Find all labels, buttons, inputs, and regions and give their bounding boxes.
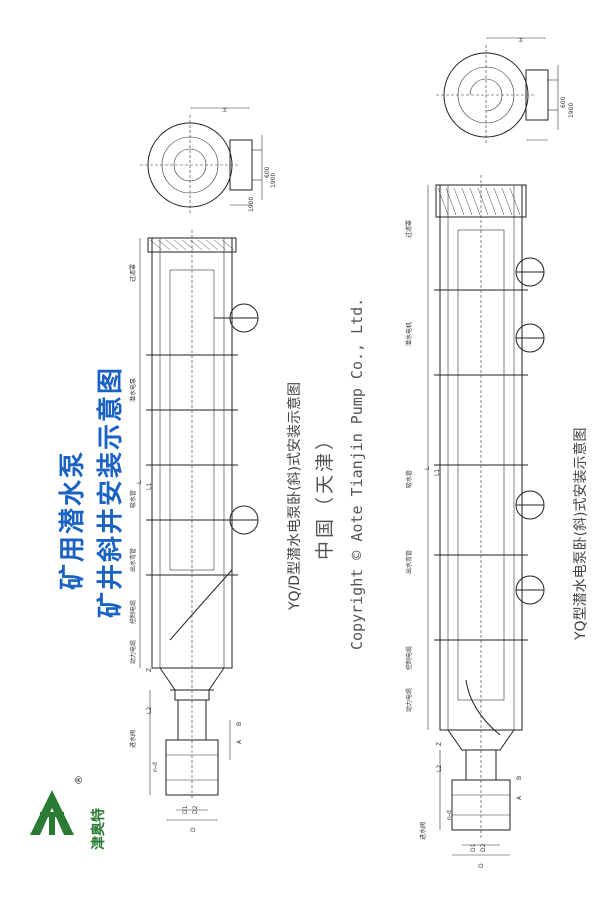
lower-dim-b: B <box>516 775 523 780</box>
lower-label-suction-pipe: 吸水管 <box>406 469 413 488</box>
logo-brand-text: 津奥特 <box>91 808 107 850</box>
lower-dim-nd: n-d <box>446 810 453 820</box>
copyright-text: Copyright © Aote Tianjin Pump Co., Ltd. <box>348 297 366 650</box>
upper-label-control-cable: 控制电缆 <box>130 599 137 624</box>
upper-dim-l1: L1 <box>146 482 153 490</box>
upper-label-discharge-elbow: 出水弯管 <box>130 547 137 572</box>
lower-dim-600: 600 <box>560 96 567 108</box>
origin-text: 中国（天津） <box>314 427 336 560</box>
upper-label-inlet-valve: 进水阀 <box>130 729 137 748</box>
company-logo-mark <box>30 790 74 835</box>
lower-label-inlet-valve: 进水阀 <box>420 821 427 840</box>
lower-label-discharge-elbow: 出水弯管 <box>406 549 413 574</box>
title-line-1: 矿用潜水泵 <box>58 449 88 590</box>
lower-label-filter: 过滤罩 <box>406 219 413 238</box>
title-line-2: 矿井斜井安装示意图 <box>96 365 126 618</box>
upper-dim-1900a: 1900 <box>270 172 277 188</box>
lower-dim-d2: D2 <box>480 843 487 852</box>
upper-label-filter: 过滤罩 <box>130 263 137 282</box>
lower-dim-d1: D1 <box>470 843 477 852</box>
logo-registered-mark: ® <box>74 775 85 785</box>
lower-dim-a: A <box>516 795 523 800</box>
lower-label-power-cable: 动力电缆 <box>406 687 413 712</box>
upper-pump-drawing <box>139 107 263 821</box>
lower-dim-l1: L1 <box>434 468 441 476</box>
lower-drawing-caption: YQ型潜水电泵卧(斜)式安装示意图 <box>573 427 589 641</box>
lower-dim-d: D <box>478 863 485 868</box>
upper-drawing-caption: YQ/D型潜水电泵卧(斜)式安装示意图 <box>287 382 303 610</box>
lower-label-control-cable: 控制电缆 <box>406 645 413 670</box>
lower-dim-l2: L2 <box>436 764 443 772</box>
upper-dim-z: Z <box>146 667 153 672</box>
lower-label-motor: 潜水电机 <box>406 321 413 346</box>
upper-dim-a: A <box>236 739 243 744</box>
upper-dim-b: B <box>236 721 243 726</box>
upper-dim-l: L <box>136 480 143 484</box>
upper-dim-1900b: 1900 <box>248 196 255 212</box>
upper-label-pump: 潜水电泵 <box>130 377 137 402</box>
upper-dim-l2: L2 <box>146 706 153 714</box>
upper-label-suction-pipe: 吸水管 <box>130 489 137 508</box>
upper-dim-d2: D2 <box>192 805 199 814</box>
upper-dim-d: D <box>190 827 197 832</box>
lower-dim-h: H <box>518 37 525 42</box>
upper-dim-h: H <box>222 107 229 112</box>
lower-dim-l: L <box>424 466 431 470</box>
lower-pump-drawing <box>427 37 559 856</box>
upper-dim-d1: D1 <box>182 805 189 814</box>
upper-label-power-cable: 动力电缆 <box>130 639 137 664</box>
upper-dim-nd: n-d <box>152 762 159 772</box>
lower-dim-1900: 1900 <box>568 102 575 118</box>
lower-dim-z: Z <box>436 741 443 746</box>
